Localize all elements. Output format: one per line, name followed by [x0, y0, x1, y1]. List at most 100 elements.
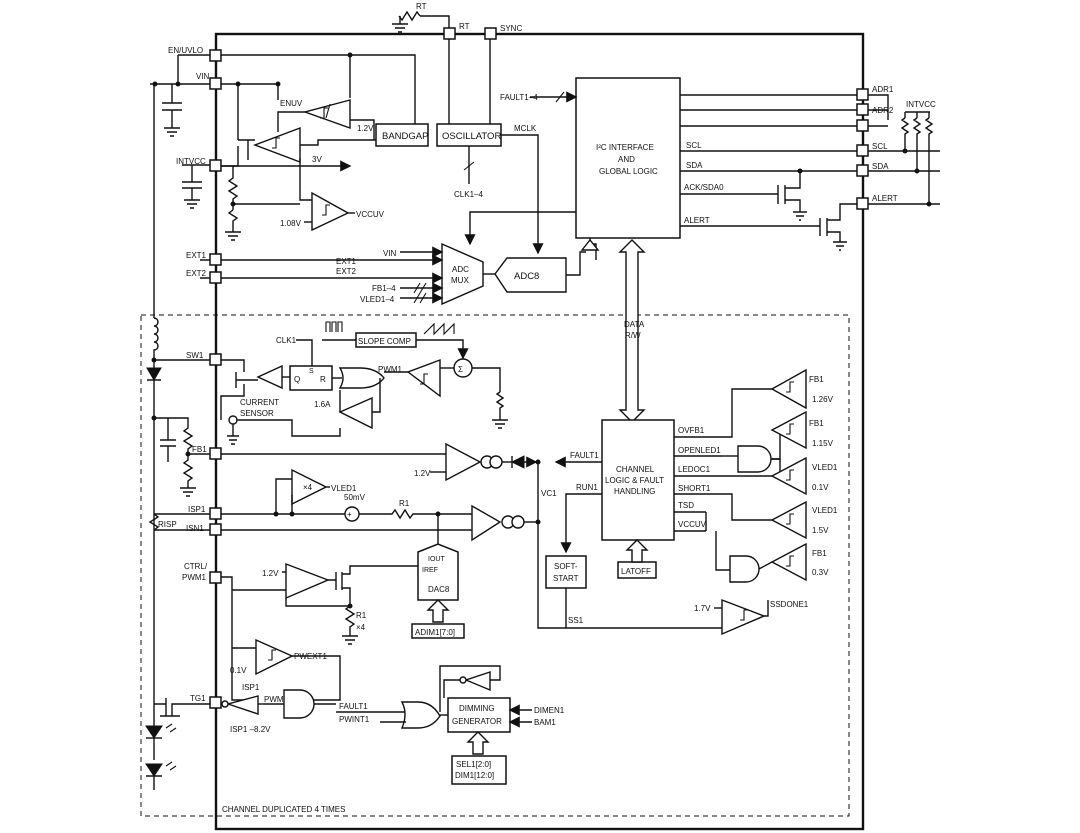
mclk-label: MCLK [514, 124, 537, 133]
x4-label: ×4 [303, 483, 313, 492]
adc-mux-1: ADC [452, 265, 469, 274]
fb1-label: FB1 [192, 445, 207, 454]
unlabeled-pin [856, 119, 869, 132]
s-label: S [309, 368, 314, 375]
ledoc1-label: LEDOC1 [678, 465, 711, 474]
scl-int-label: SCL [686, 141, 702, 150]
x4b-label: ×4 [356, 623, 366, 632]
v12c-label: 1.2V [262, 569, 279, 578]
regulator-amp [253, 126, 301, 164]
ext2-int-label: EXT2 [336, 267, 357, 276]
intvcc-right-label: INTVCC [906, 100, 936, 109]
tg1-label: TG1 [190, 694, 206, 703]
channel-logic-2: LOGIC & FAULT [605, 476, 664, 485]
dac8-block [417, 543, 459, 601]
channel-region [140, 314, 850, 817]
pwm1-int-label: PWM1 [378, 365, 403, 374]
dim-text: DIM1[12:0] [455, 771, 494, 780]
alert-label: ALERT [872, 194, 898, 203]
rt-pin-label: RT [459, 22, 470, 31]
r1-label: R1 [399, 499, 410, 508]
channel-logic-block [601, 419, 675, 541]
bam1-label: BAM1 [534, 718, 556, 727]
ss1-label: SS1 [568, 616, 584, 625]
latoff-text: LATOFF [621, 567, 651, 576]
i2c-interface-block [575, 77, 681, 239]
r1-bottom-label: R1 [356, 611, 367, 620]
ctrl-amp [285, 562, 330, 600]
oscillator-text: OSCILLATOR [442, 131, 501, 142]
ext2-label: EXT2 [186, 269, 207, 278]
sw1-label: SW1 [186, 351, 204, 360]
and-gate-pwm [283, 689, 315, 719]
cmp-fb1-03: FB1 0.3V [770, 542, 829, 582]
short1-label: SHORT1 [678, 484, 711, 493]
soft-start-block [545, 555, 587, 589]
adc8-text: ADC8 [514, 271, 539, 282]
fb-amp [445, 442, 482, 482]
adc-mux [441, 242, 484, 306]
ack-label: ACK/SDA0 [684, 183, 724, 192]
offset-sign: + [347, 510, 352, 519]
adim-block [411, 623, 465, 639]
tg-driver [225, 695, 259, 715]
v01-label: 0.1V [230, 666, 247, 675]
iref-label: IREF [422, 567, 438, 574]
fault1-b-label: FAULT1 [339, 702, 368, 711]
cmp5-in-label: FB1 [812, 549, 827, 558]
cmp5-ref-label: 0.3V [812, 568, 829, 577]
pwm1-pin-label: PWM1 [182, 573, 207, 582]
and-gate-openled [737, 445, 772, 473]
i2c-line2: AND [618, 155, 635, 164]
bandgap-block [375, 123, 429, 147]
fault14-label: FAULT1–4 [500, 93, 538, 102]
dimen1-label: DIMEN1 [534, 706, 565, 715]
run1-label: RUN1 [576, 483, 598, 492]
pwm1-gate-label: PWM1 [264, 695, 289, 704]
slope-comp-text: SLOPE COMP [358, 337, 411, 346]
cmp4-ref-label: 1.5V [812, 526, 829, 535]
channel-logic-3: HANDLING [614, 487, 655, 496]
adc-mux-2: MUX [451, 276, 469, 285]
ext1-label: EXT1 [186, 251, 207, 260]
vled-amp [291, 468, 328, 506]
q-label: Q [294, 375, 300, 384]
vin-label: VIN [196, 72, 210, 81]
sda-label: SDA [872, 162, 889, 171]
clk1-label: CLK1 [276, 336, 297, 345]
pwext-comparator [255, 638, 294, 676]
channel-logic-1: CHANNEL [616, 465, 655, 474]
cmp2-ref-label: 1.15V [812, 439, 834, 448]
fb14-label: FB1–4 [372, 284, 396, 293]
ovfb1-label: OVFB1 [678, 426, 705, 435]
led-1 [145, 725, 163, 739]
sel-dim-block [451, 755, 507, 785]
ctrl-label: CTRL/ [184, 562, 208, 571]
vc1-label: VC1 [541, 489, 557, 498]
rt-resistor-label: RT [416, 2, 427, 11]
i2c-line3: GLOBAL LOGIC [599, 167, 658, 176]
dim-inverter [464, 671, 491, 692]
current-amp [338, 396, 373, 430]
and-gate-short [729, 555, 760, 583]
sda-int-label: SDA [686, 161, 703, 170]
cmp1-ref-label: 1.26V [812, 395, 834, 404]
scl-pin: SCL [856, 142, 888, 157]
tsd-label: TSD [678, 501, 694, 510]
vccuv-b-label: VCCUV [678, 520, 707, 529]
openled1-label: OPENLED1 [678, 446, 721, 455]
gate-driver [256, 364, 283, 390]
alert-int-label: ALERT [684, 216, 710, 225]
cmp4-in-label: VLED1 [812, 506, 838, 515]
led-2 [145, 763, 163, 777]
rt-pin: RT RT [392, 2, 470, 40]
summing-node [453, 358, 473, 378]
cmp1-in-label: FB1 [809, 375, 824, 384]
v12b-label: 1.2V [414, 469, 431, 478]
or-gate-dimming [400, 701, 441, 729]
v12-label: 1.2V [357, 124, 374, 133]
en-uvlo-pin: EN/UVLO [168, 46, 222, 62]
dimming-1: DIMMING [459, 704, 495, 713]
dimming-2: GENERATOR [452, 717, 502, 726]
